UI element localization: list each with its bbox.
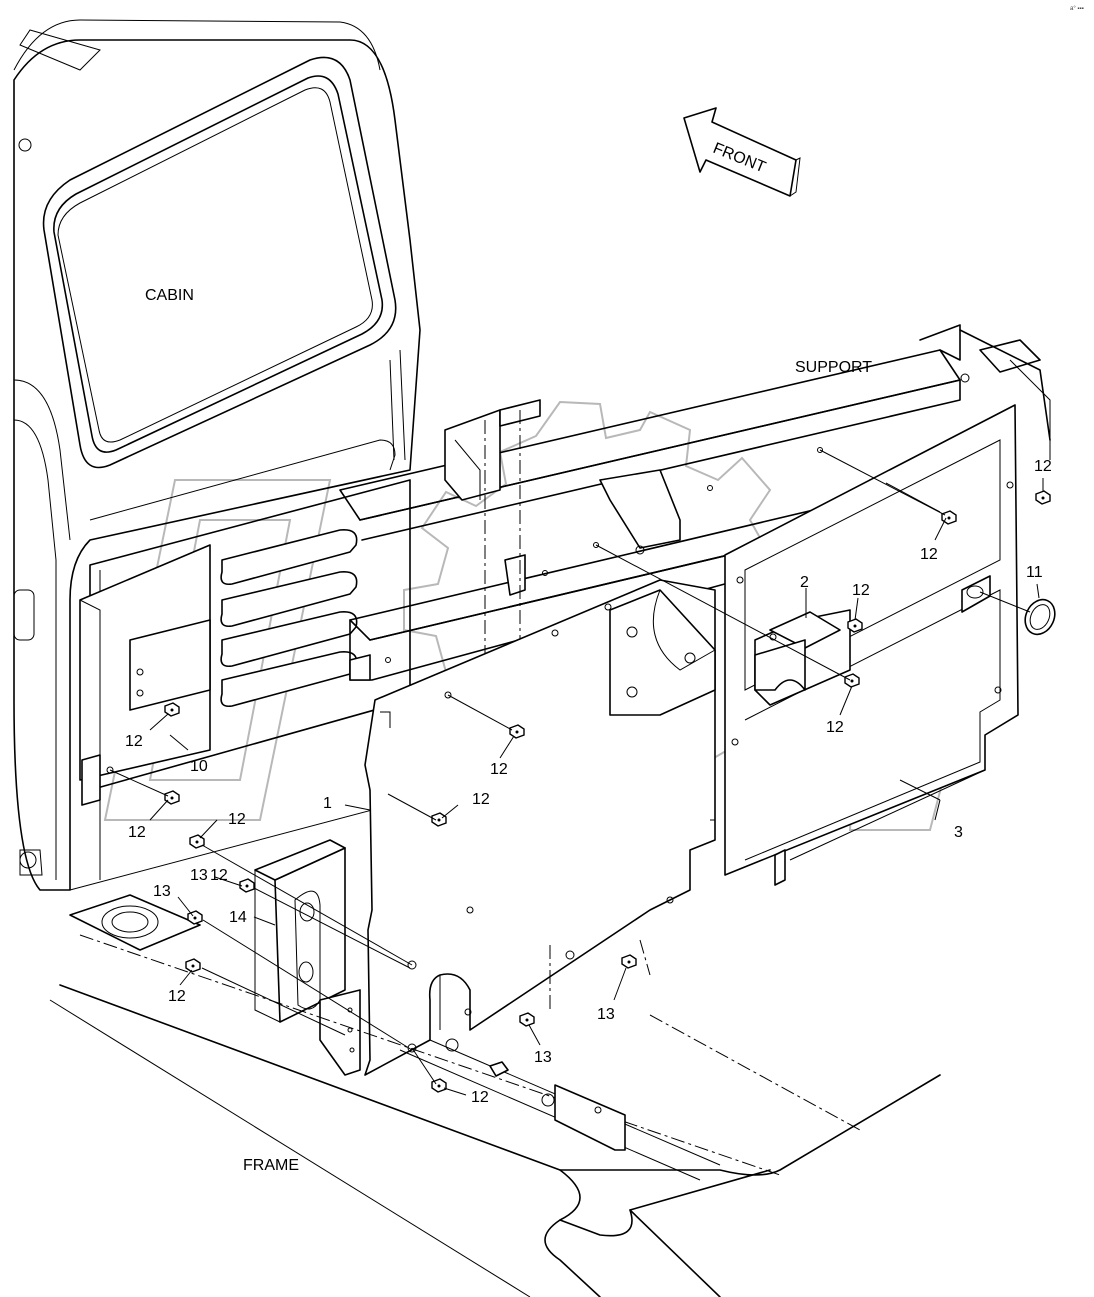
bolt-icon [431,812,447,827]
part-11-grommet-icon [1024,598,1056,636]
callout-12: 12 [210,867,228,884]
callout-13: 13 [190,867,208,884]
bolt-icon [239,878,255,893]
callout-12: 12 [125,733,143,750]
callout-12: 12 [826,719,844,736]
bolt-set [164,490,1051,1093]
leader-lines [109,449,1044,1096]
callout-12: 12 [471,1089,489,1106]
bolt-icon [1035,490,1051,505]
corner-mark: a° ▪▪▪ [1070,6,1084,12]
callout-12: 12 [472,791,490,808]
lower-frame: FRAME [49,894,941,1297]
callout-14: 14 [229,909,247,926]
bolt-icon [519,1012,535,1027]
callout-1: 1 [323,795,332,812]
callout-13: 13 [597,1006,615,1023]
callout-12: 12 [1034,458,1052,475]
callout-2: 2 [800,574,809,591]
bolt-icon [844,673,860,688]
support-label: SUPPORT [795,359,872,376]
frame-label: FRAME [243,1157,299,1174]
bolt-icon [509,724,525,739]
bolt-icon [621,954,637,969]
callout-13: 13 [534,1049,552,1066]
support-frame: SUPPORT [339,324,1051,700]
bolt-icon [189,834,205,849]
callout-12: 12 [128,824,146,841]
front-arrow-icon: FRONT [683,107,801,197]
callout-12: 12 [168,988,186,1005]
callout-12: 12 [228,811,246,828]
callout-10: 10 [190,758,208,775]
bolt-icon [941,510,957,525]
cabin-label: CABIN [145,287,194,304]
cabin-body: CABIN [13,19,421,891]
part-14-bracket [254,839,361,1076]
callout-12: 12 [490,761,508,778]
callout-12: 12 [852,582,870,599]
bolt-icon [164,702,180,717]
part-2-clamp [754,609,851,706]
callout-12: 12 [920,546,938,563]
callouts: 12 12 11 2 12 12 12 12 10 12 1 12 12 3 1… [125,458,1052,1106]
callout-11: 11 [1026,564,1043,581]
bolt-icon [185,958,201,973]
callout-3: 3 [954,824,963,841]
bolt-icon [164,790,180,805]
bolt-icon [431,1078,447,1093]
callout-13: 13 [153,883,171,900]
part-1-center-panel [364,579,716,1076]
bolt-icon [847,618,863,633]
part-10-bracket [79,544,211,806]
